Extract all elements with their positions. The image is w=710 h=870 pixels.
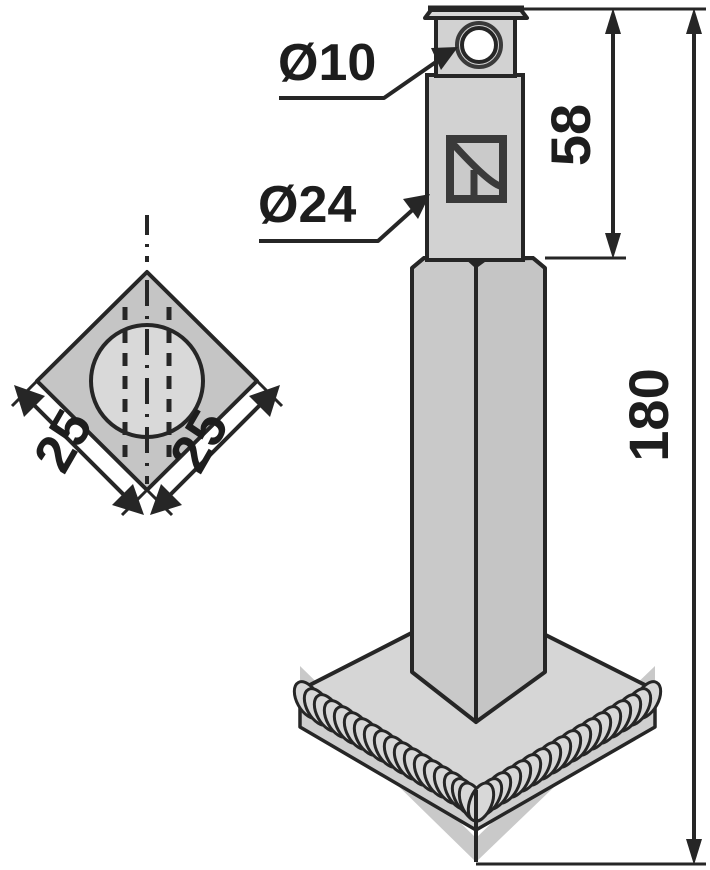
dim-25-right-arrow-b <box>150 484 182 515</box>
upper-shank <box>425 73 525 262</box>
leader-arrow-diameter-10 <box>431 47 458 70</box>
dimension-180: 180 <box>476 7 706 866</box>
lower-bore-curve <box>451 142 504 190</box>
dim-25-right-arrow-a <box>249 385 280 417</box>
main-shaft-left-face <box>410 256 478 724</box>
dim-180-arrow-top <box>686 8 702 34</box>
callout-diameter-10: Ø10 <box>278 34 458 100</box>
top-bore-hole <box>460 26 498 64</box>
top-cap <box>423 5 529 20</box>
main-shaft-right-face <box>474 256 547 724</box>
main-elevation-view <box>292 5 663 862</box>
dim-58-label: 58 <box>539 104 602 166</box>
leader-arrow-diameter-24 <box>403 194 430 219</box>
top-head <box>434 16 517 78</box>
dim-58-arrow-top <box>605 8 621 34</box>
label-diameter-24: Ø24 <box>258 176 356 234</box>
callout-diameter-24: Ø24 <box>258 176 430 243</box>
main-shaft <box>410 256 547 724</box>
label-diameter-10: Ø10 <box>278 34 376 92</box>
dim-180-label: 180 <box>617 368 680 461</box>
base-plate-serrated-edge-right <box>466 680 663 823</box>
dim-58-arrow-bottom <box>605 233 621 259</box>
dim-180-arrow-bottom <box>686 839 702 865</box>
leader-line-diameter-10 <box>279 53 448 100</box>
top-cap-plate <box>423 8 529 20</box>
dim-25-left-arrow-a <box>14 385 45 417</box>
base-plate-serrated-edge-left <box>292 680 487 823</box>
dim-25-left-arrow-b <box>112 484 144 515</box>
dim-25-left-line <box>23 394 135 506</box>
leader-line-diameter-24 <box>259 203 420 243</box>
dim-25-right-line <box>159 394 271 506</box>
